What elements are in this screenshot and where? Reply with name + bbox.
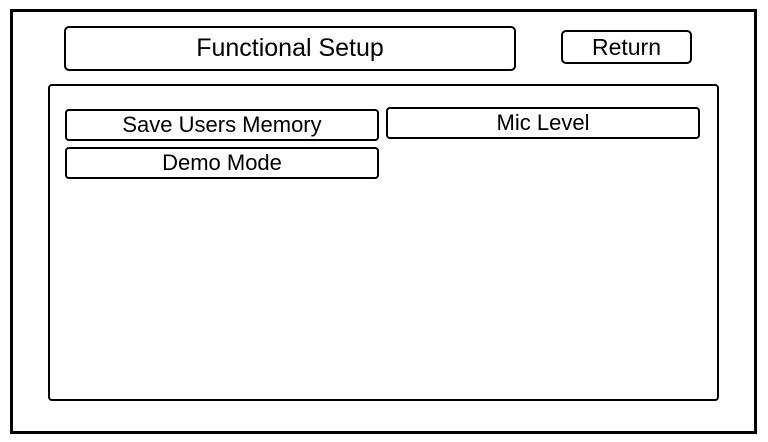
page-title: Functional Setup bbox=[64, 26, 516, 71]
save-users-memory-label: Save Users Memory bbox=[122, 112, 322, 137]
save-users-memory-button[interactable]: Save Users Memory bbox=[65, 109, 379, 141]
return-button[interactable]: Return bbox=[561, 30, 692, 64]
page-title-label: Functional Setup bbox=[196, 34, 384, 62]
options-panel: Save Users Memory Mic Level Demo Mode bbox=[48, 84, 719, 401]
demo-mode-button[interactable]: Demo Mode bbox=[65, 147, 379, 179]
mic-level-label: Mic Level bbox=[496, 110, 590, 135]
functional-setup-screen: Functional Setup Return Save Users Memor… bbox=[10, 9, 757, 434]
return-button-label: Return bbox=[591, 33, 662, 60]
demo-mode-label: Demo Mode bbox=[162, 150, 282, 175]
mic-level-button[interactable]: Mic Level bbox=[386, 107, 700, 139]
